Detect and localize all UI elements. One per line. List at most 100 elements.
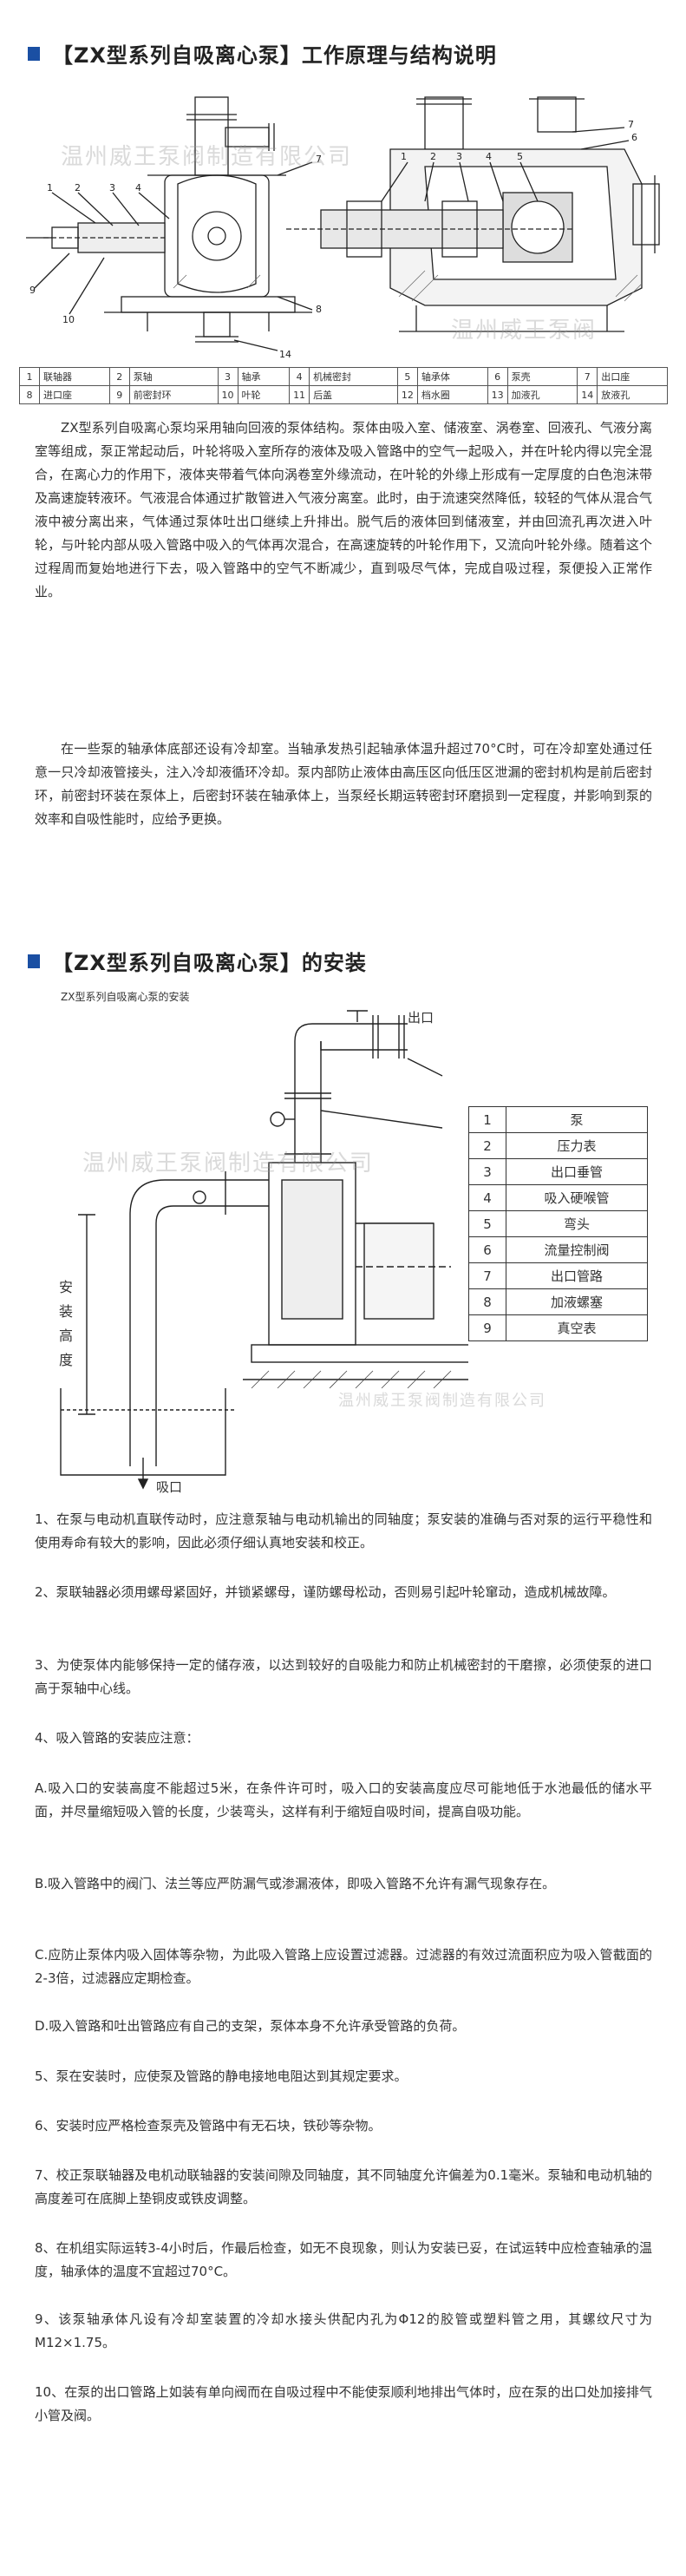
svg-text:6: 6 [631, 132, 637, 143]
install-item-4a: A.吸入口的安装高度不能超过5米，在条件许可时，吸入口的安装高度应尽可能地低于水… [35, 1780, 652, 1819]
legend-label: 联轴器 [39, 367, 110, 386]
legend-num: 8 [468, 1288, 506, 1315]
legend-num: 1 [468, 1106, 506, 1133]
working-principle-paragraph: ZX型系列自吸离心泵均采用轴向回液的泵体结构。泵体由吸入室、储液室、涡卷室、回液… [35, 420, 652, 600]
legend-label: 放液孔 [597, 385, 668, 404]
install-item-4b: B.吸入管路中的阀门、法兰等应严防漏气或渗漏液体，即吸入管路不允许有漏气现象存在… [35, 1876, 556, 1891]
legend-label: 泵轴 [128, 367, 219, 386]
svg-text:5: 5 [517, 151, 523, 162]
svg-text:1: 1 [401, 151, 407, 162]
legend-label: 轴承体 [416, 367, 488, 386]
section-marker-icon [28, 46, 40, 61]
section-marker-icon [28, 954, 40, 968]
install-item-4d: D.吸入管路和吐出管路应有自己的支架，泵体本身不允许承受管路的负荷。 [35, 2018, 466, 2034]
legend-num: 14 [577, 385, 598, 404]
height-char: 高 [59, 1327, 74, 1344]
outlet-label: 出口 [408, 1010, 434, 1026]
install-item-8: 8、在机组实际运转3-4小时后，作最后检查，如无不良现象，则认为安装已妥，在试运… [35, 2240, 652, 2279]
svg-text:10: 10 [62, 314, 75, 325]
svg-text:3: 3 [456, 151, 462, 162]
install-item-10: 10、在泵的出口管路上如装有单向阀而在自吸过程中不能使泵顺利地排出气体时，应在泵… [35, 2384, 652, 2423]
svg-text:7: 7 [628, 119, 634, 130]
svg-text:2: 2 [430, 151, 436, 162]
height-char: 装 [59, 1303, 74, 1320]
legend-num: 9 [108, 385, 130, 404]
legend-num: 11 [289, 385, 310, 404]
svg-text:4: 4 [135, 182, 141, 193]
svg-text:1: 1 [47, 182, 53, 193]
legend-label: 进口座 [39, 385, 110, 404]
legend-label: 叶轮 [237, 385, 291, 404]
installation-figure [35, 1006, 478, 1492]
legend-label: 出口座 [597, 367, 668, 386]
section2-title: 【ZX型系列自吸离心泵】的安装 [52, 951, 367, 975]
install-item-2: 2、泵联轴器必须用螺母紧固好，并锁紧螺母，谨防螺母松动，否则易引起叶轮窜动，造成… [35, 1584, 616, 1600]
section2-header: 【ZX型系列自吸离心泵】的安装 [28, 946, 367, 976]
install-item-7: 7、校正泵联轴器及电机动联轴器的安装间隙及同轴度，其不同轴度允许偏差为0.1毫米… [35, 2167, 652, 2206]
pump-structure-drawing: 1 2 3 4 9 10 7 8 14 7 6 1 2 3 4 5 [26, 96, 660, 360]
legend-num: 10 [217, 385, 238, 404]
install-item-6: 6、安装时应严格检查泵壳及管路中有无石块，铁砂等杂物。 [35, 2118, 382, 2134]
install-figure-caption: ZX型系列自吸离心泵的安装 [61, 991, 190, 1003]
install-item-1: 1、在泵与电动机直联传动时，应注意泵轴与电动机输出的同轴度；泵安装的准确与否对泵… [35, 1511, 652, 1550]
legend-label: 加液螺塞 [506, 1288, 648, 1315]
legend-num: 2 [468, 1132, 506, 1159]
legend-label: 后盖 [309, 385, 398, 404]
install-item-4: 4、吸入管路的安装应注意： [35, 1730, 199, 1746]
section1-header: 【ZX型系列自吸离心泵】工作原理与结构说明 [28, 38, 497, 69]
legend-label: 轴承 [237, 367, 291, 386]
section1-title: 【ZX型系列自吸离心泵】工作原理与结构说明 [52, 43, 497, 68]
installation-height-label: 安 装 高 度 [59, 1275, 76, 1373]
legend-num: 7 [468, 1262, 506, 1289]
inlet-label: 吸口 [156, 1479, 183, 1495]
legend-num: 5 [396, 367, 418, 386]
legend-label: 加液孔 [506, 385, 578, 404]
legend-label: 弯头 [506, 1210, 648, 1237]
legend-num: 6 [468, 1236, 506, 1263]
cooling-seal-paragraph: 在一些泵的轴承体底部还设有冷却室。当轴承发热引起轴承体温升超过70°C时，可在冷… [35, 741, 652, 827]
installation-drawing [60, 1010, 478, 1490]
legend-num: 13 [487, 385, 508, 404]
legend-label: 吸入硬喉管 [506, 1184, 648, 1211]
legend-num: 3 [217, 367, 238, 386]
install-item-9: 9、该泵轴承体凡设有冷却室装置的冷却水接头供配内孔为Φ12的胶管或塑料管之用，其… [35, 2311, 652, 2350]
svg-text:4: 4 [486, 151, 492, 162]
pump-structure-figure: 1 2 3 4 9 10 7 8 14 7 6 1 2 3 4 5 [17, 80, 670, 362]
svg-text:2: 2 [75, 182, 81, 193]
svg-text:9: 9 [29, 285, 36, 296]
legend-num: 1 [19, 367, 40, 386]
svg-text:7: 7 [316, 154, 322, 165]
legend-label: 出口垂管 [506, 1158, 648, 1185]
height-char: 度 [59, 1352, 74, 1368]
legend-label: 机械密封 [309, 367, 398, 386]
legend-num: 4 [289, 367, 310, 386]
install-item-5: 5、泵在安装时，应使泵及管路的静电接地电阻达到其规定要求。 [35, 2068, 408, 2084]
legend-num: 2 [108, 367, 130, 386]
legend-num: 7 [577, 367, 598, 386]
legend-num: 8 [19, 385, 40, 404]
install-item-3: 3、为使泵体内能够保持一定的储存液，以达到较好的自吸能力和防止机械密封的干磨擦，… [35, 1657, 652, 1696]
legend-label: 前密封环 [128, 385, 219, 404]
legend-num: 5 [468, 1210, 506, 1237]
svg-text:3: 3 [109, 182, 115, 193]
svg-text:14: 14 [279, 349, 291, 360]
legend-label: 真空表 [506, 1314, 648, 1341]
legend-num: 9 [468, 1314, 506, 1341]
install-item-4c: C.应防止泵体内吸入固体等杂物，为此吸入管路上应设置过滤器。过滤器的有效过流面积… [35, 1947, 652, 1986]
legend-num: 12 [396, 385, 418, 404]
legend-num: 6 [487, 367, 508, 386]
height-char: 安 [59, 1279, 74, 1295]
svg-text:8: 8 [316, 304, 322, 315]
legend-label: 压力表 [506, 1132, 648, 1159]
legend-label: 泵 [506, 1106, 648, 1133]
